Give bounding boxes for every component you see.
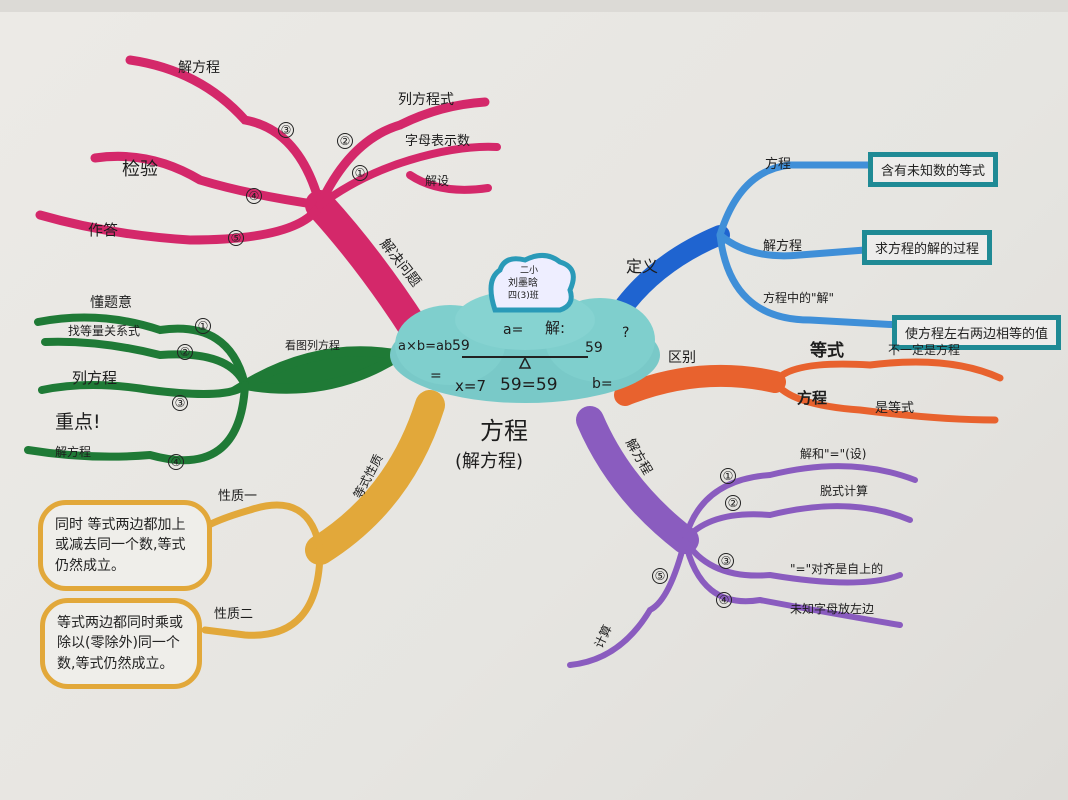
cloud-check: 59=59	[500, 375, 558, 395]
cloud-a: a=	[503, 322, 524, 338]
green-item-4: 解方程	[55, 445, 92, 459]
pink-item-4: 检验	[122, 159, 158, 180]
blue-item-1: 方程	[765, 157, 792, 172]
cloud-x: x=7	[455, 377, 486, 395]
yellow-branch-lines	[196, 390, 445, 639]
author-class-b: 四(3)班	[508, 291, 539, 301]
green-num-3: ③	[172, 395, 188, 411]
yellow-item-1: 性质一	[218, 489, 258, 504]
yellow-box-2: 等式两边都同时乘或除以(零除外)同一个数,等式仍然成立。	[40, 598, 202, 689]
orange-item-1: 等式	[810, 341, 844, 361]
cloud-value-right: 59	[585, 340, 603, 356]
green-branch-lines	[24, 313, 414, 465]
green-note: 重点!	[55, 411, 101, 433]
purple-num-1: ①	[720, 468, 736, 484]
blue-box-2: 求方程的解的过程	[862, 230, 993, 265]
orange-note-2: 是等式	[875, 401, 915, 416]
orange-note-1: 不一定是方程	[888, 343, 961, 357]
blue-branch-label: 定义	[626, 257, 659, 276]
purple-branch-lines	[567, 406, 918, 668]
yellow-box-1: 同时 等式两边都加上或减去同一个数,等式仍然成立。	[38, 500, 212, 591]
cloud-question: ?	[622, 325, 630, 341]
center-subtitle: (解方程)	[455, 451, 524, 472]
green-item-1: 懂题意	[90, 295, 132, 311]
cloud-solve: 解:	[545, 319, 566, 337]
pink-item-2: 列方程式	[398, 92, 454, 108]
yellow-item-2: 性质二	[214, 607, 254, 622]
pink-num-5: ⑤	[228, 230, 244, 246]
orange-branch-lines	[614, 358, 1004, 424]
pink-num-2: ②	[337, 133, 353, 149]
blue-item-3: 方程中的"解"	[763, 291, 835, 305]
pink-branch-lines	[35, 55, 501, 345]
purple-num-3: ③	[718, 553, 734, 569]
green-branch-label: 看图列方程	[285, 339, 340, 352]
green-item-2: 找等量关系式	[68, 324, 141, 338]
cloud-formula: a×b=ab	[398, 339, 453, 354]
pink-item-3: 解方程	[178, 60, 220, 76]
purple-item-4: 未知字母放左边	[790, 602, 875, 616]
green-num-1: ①	[195, 318, 211, 334]
center-cloud	[390, 253, 660, 403]
cloud-equals: =	[430, 368, 442, 384]
pink-item-sub: 字母表示数	[405, 134, 471, 149]
author-name: 刘墨晗	[508, 278, 538, 289]
blue-box-3: 使方程左右两边相等的值	[892, 315, 1062, 350]
purple-num-5: ⑤	[652, 568, 668, 584]
pink-item-5: 作答	[88, 221, 119, 239]
cloud-b: b=	[592, 376, 613, 392]
purple-num-4: ④	[716, 592, 732, 608]
center-title: 方程	[480, 417, 528, 445]
author-class-a: 二小	[520, 266, 539, 276]
green-num-4: ④	[168, 454, 184, 470]
pink-item-1: 解设	[425, 174, 450, 188]
blue-box-1: 含有未知数的等式	[868, 152, 999, 187]
pink-num-1: ①	[352, 165, 368, 181]
cloud-value: 59	[452, 338, 470, 354]
purple-num-2: ②	[725, 495, 741, 511]
blue-item-2: 解方程	[763, 239, 803, 254]
orange-branch-label: 区别	[668, 350, 696, 366]
orange-item-2: 方程	[797, 389, 828, 407]
purple-item-2: 脱式计算	[820, 484, 869, 498]
purple-item-1: 解和"="(设)	[800, 447, 867, 461]
blue-branch-lines	[615, 161, 904, 329]
pink-num-3: ③	[278, 122, 294, 138]
green-item-3: 列方程	[72, 369, 118, 387]
green-num-2: ②	[177, 344, 193, 360]
purple-item-3: "="对齐是自上的	[790, 562, 884, 576]
pink-num-4: ④	[246, 188, 262, 204]
